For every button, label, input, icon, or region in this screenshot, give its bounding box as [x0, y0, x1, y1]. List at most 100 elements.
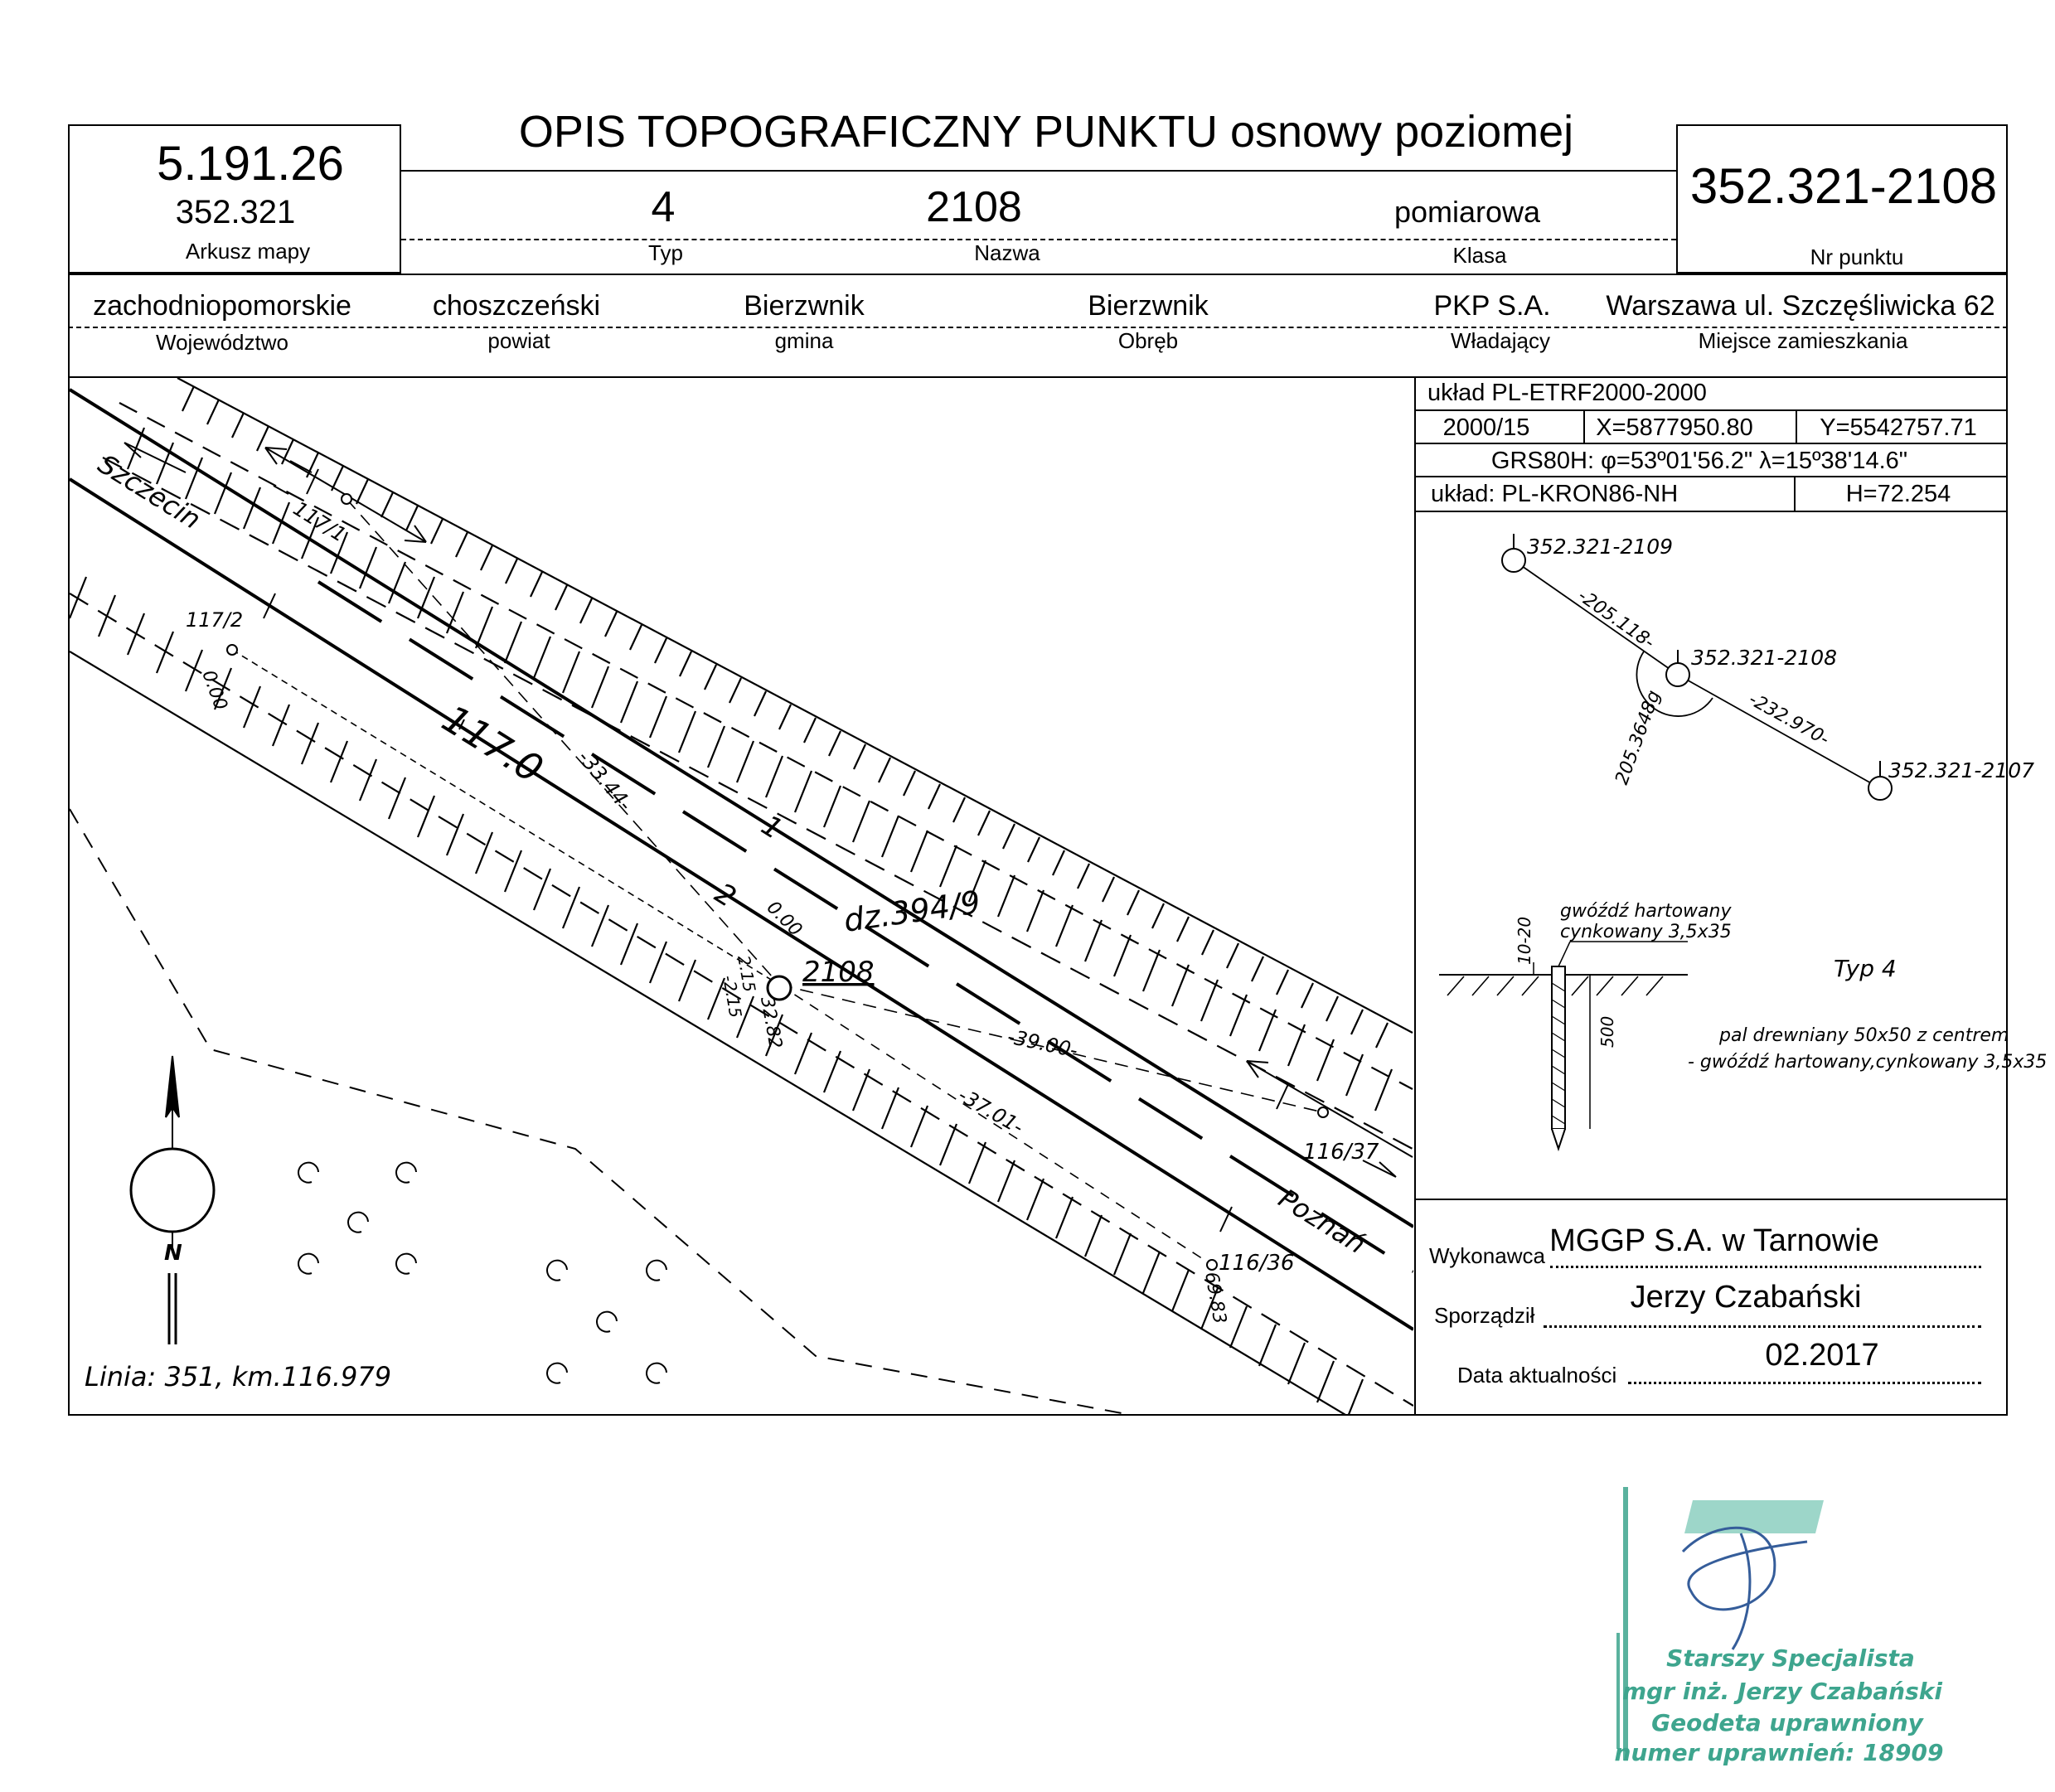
embankment-mid-edge [102, 457, 1413, 1150]
stake-desc-2: - gwóźdź hartowany,cynkowany 3,5x35 [1688, 1052, 2047, 1073]
coord-zone: 2000/15 [1442, 414, 1530, 441]
rail-track-2 [70, 477, 1413, 1331]
angle-arc [1636, 651, 1713, 717]
mark-1171: 117/1 [289, 496, 350, 546]
track-axis [317, 580, 1413, 1273]
depth-label: 500 [1597, 1016, 1617, 1048]
dist-000-b: 0.00 [763, 898, 806, 941]
dist-000-a: 0.00 [197, 668, 230, 714]
distance-1: -205.118- [1574, 585, 1659, 653]
class-value: pomiarowa [1393, 195, 1541, 229]
offset-line-1 [346, 498, 780, 986]
north-label: N [164, 1241, 182, 1266]
stake-type: Typ 4 [1834, 955, 1897, 982]
marker-11637 [1317, 1107, 1329, 1118]
header-dash [401, 239, 1676, 240]
coord-rule-3 [1414, 476, 2008, 477]
coord-div-3 [1794, 476, 1796, 511]
page-title: OPIS TOPOGRAFICZNY PUNKTU osnowy poziome… [518, 107, 1574, 157]
coord-rule-1 [1414, 409, 2008, 411]
point-number: 352.321-2108 [1689, 158, 1998, 214]
location-left [68, 274, 70, 377]
location-right [2006, 274, 2008, 377]
county-label: powiat [487, 328, 550, 353]
precinct-value: Bierzwnik [1088, 290, 1209, 322]
mark-1172: 117/2 [186, 608, 243, 632]
embankment-top-dash [119, 402, 1413, 1090]
point-2109-label: 352.321-2109 [1527, 535, 1673, 559]
track-2-label: 2 [709, 877, 742, 914]
coord-rule-2 [1414, 443, 2008, 444]
coord-y: Y=5542757.71 [1820, 414, 1977, 441]
hatch-low [70, 576, 1364, 1415]
nail-label-2: cynkowany 3,5x35 [1560, 922, 1732, 942]
owner-value: PKP S.A. [1433, 290, 1551, 322]
point-number-box: 352.321-2108 Nr punktu [1676, 124, 2008, 274]
angle-label: 205.3648g [1612, 688, 1665, 787]
mark-11636: 116/36 [1219, 1251, 1294, 1276]
mark-11637: 116/37 [1303, 1140, 1379, 1165]
parcel-label: dz.394/9 [841, 884, 982, 939]
km-label: 117.0 [434, 696, 550, 792]
brand-logo [1684, 1500, 1824, 1533]
sheet-sub: 352.321 [175, 194, 296, 230]
point-label-sketch: 2108 [802, 956, 875, 989]
dist-3282: 32.82 [756, 995, 786, 1050]
sheet-code: 5.191.26 [157, 137, 344, 191]
point-2108-sketch [766, 975, 792, 1001]
precinct-label: Obręb [1117, 328, 1179, 353]
stamp-line-3: Geodeta uprawniony [1651, 1709, 1925, 1736]
height-value: H=72.254 [1845, 481, 1951, 507]
contractor-dots [1550, 1247, 1981, 1268]
contractor-value: MGGP S.A. w Tarnowie [1549, 1223, 1879, 1258]
offset-line-3 [778, 984, 1213, 1266]
location-sketch: Szczecin Poznań 117.0 1 2 dz.394/9 2108 … [70, 378, 1413, 1415]
sheet-box: 5.191.26 352.321 Arkusz mapy [68, 124, 401, 274]
sketch-divider [1414, 376, 1416, 1416]
point-2107-marker [1868, 776, 1893, 801]
coord-system: układ PL-ETRF2000-2000 [1427, 380, 1707, 406]
coord-grs: GRS80H: φ=53º01'56.2" λ=15º38'14.6" [1490, 448, 1908, 474]
point-2109-marker [1501, 548, 1526, 573]
dist-3900: -39.00- [1006, 1024, 1080, 1062]
footer-rule [1414, 1199, 2008, 1200]
point-2108-label: 352.321-2108 [1691, 646, 1837, 670]
dist-3701: -37.01- [954, 1083, 1028, 1139]
coord-rule-4 [1414, 511, 2008, 512]
rail-track-1 [70, 388, 1413, 1228]
track-1-label: 1 [755, 809, 788, 846]
field-boundary [70, 808, 1132, 1415]
nail-label-1: gwóźdź hartowany [1560, 901, 1732, 922]
stamp-line-1: Starszy Specjalista [1666, 1644, 1915, 1672]
height-system: układ: PL-KRON86-NH [1431, 481, 1679, 507]
owner-label: Władający [1451, 328, 1550, 353]
date-dots [1628, 1363, 1981, 1384]
marker-1171 [341, 493, 352, 505]
marker-11636 [1206, 1259, 1218, 1271]
offset-line-4 [231, 649, 780, 986]
title-rule [401, 170, 1676, 172]
offset-line-2 [778, 984, 1324, 1113]
voivodeship-value: zachodniopomorskie [93, 290, 351, 322]
coord-div-1 [1583, 409, 1585, 443]
stake-desc-1: pal drewniany 50x50 z centrem [1718, 1025, 2009, 1046]
dist-6983: 69.83 [1200, 1271, 1230, 1325]
address-label: Miejsce zamieszkania [1698, 328, 1908, 353]
embankment-top-edge [177, 378, 1413, 1034]
location-dash [68, 327, 2008, 328]
commune-value: Bierzwnik [744, 290, 865, 322]
coord-div-2 [1796, 409, 1797, 443]
specialist-stamp: Starszy Specjalista mgr inż. Jerzy Czaba… [1615, 1487, 1943, 1766]
commune-label: gmina [774, 328, 834, 353]
class-label: Klasa [1452, 243, 1507, 268]
embankment-low-edge-2 [70, 651, 1348, 1415]
stamp-line-2: mgr inż. Jerzy Czabański [1622, 1678, 1942, 1705]
date-value: 02.2017 [1765, 1338, 1879, 1373]
marker-1172 [226, 644, 238, 656]
date-label: Data aktualności [1457, 1363, 1617, 1388]
author-dots [1544, 1307, 1981, 1328]
stake-shape [1551, 966, 1566, 1130]
north-arrow [129, 1055, 216, 1344]
depth-top: 10-20 [1515, 917, 1534, 965]
network-diagram: 352.321-2109 352.321-2108 352.321-2107 -… [1439, 534, 2047, 1152]
